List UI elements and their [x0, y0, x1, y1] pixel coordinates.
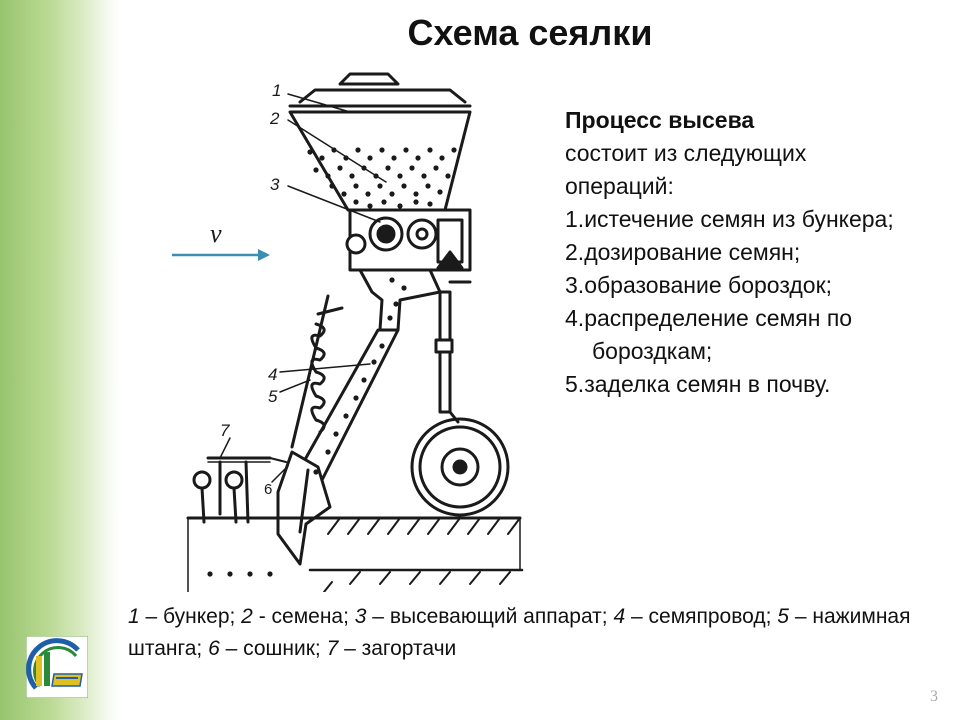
- operation-item: 4.распределение семян по бороздкам;: [565, 305, 853, 364]
- legend-num: 6: [208, 637, 220, 660]
- operations-list: 1.истечение семян из бункера; 2.дозирова…: [565, 203, 945, 401]
- page-number: 3: [930, 688, 938, 705]
- seed-funnel: [358, 268, 442, 332]
- small-roller: [345, 233, 367, 255]
- legend-num: 7: [326, 637, 339, 660]
- velocity-arrow: [172, 249, 270, 261]
- legend-text: семяпровод;: [648, 605, 778, 628]
- process-description: Процесс высева состоит из следующих опер…: [565, 104, 945, 401]
- legend-text: семена;: [271, 605, 355, 628]
- operation-item: 2.дозирование семян;: [565, 239, 801, 265]
- seed-dots: [207, 147, 457, 577]
- process-intro-line-1: состоит из следующих: [565, 140, 807, 166]
- callout-3: 3: [270, 175, 280, 194]
- hopper-lid: [338, 72, 400, 86]
- seeder-diagram: v 1 2 3 4 5 6 7: [172, 72, 524, 592]
- operation-item: 3.образование бороздок;: [565, 272, 833, 298]
- operation-item: 5.заделка семян в почву.: [565, 371, 831, 397]
- slide-title: Схема сеялки: [407, 12, 653, 53]
- legend-num: 5: [777, 605, 789, 628]
- operation-item: 1.истечение семян из бункера;: [565, 206, 894, 232]
- left-band-fade: [106, 0, 120, 720]
- legend-num: 4: [613, 605, 626, 628]
- legend-text: сошник;: [243, 637, 327, 660]
- legend-text: нажимная штанга;: [128, 605, 911, 660]
- legend-text: загортачи: [361, 637, 457, 660]
- drive-bracket: [436, 218, 464, 264]
- diagram-legend: 1 – бункер; 2 - семена; 3 – высевающий а…: [128, 605, 911, 660]
- university-logo-icon: [26, 636, 88, 698]
- legend-text: бункер;: [163, 605, 242, 628]
- velocity-label: v: [210, 219, 222, 248]
- legend-num: 1: [128, 605, 140, 628]
- callout-1: 1: [272, 81, 281, 100]
- process-heading: Процесс высева: [565, 107, 755, 133]
- press-rod: [290, 294, 330, 449]
- legend-text: высевающий аппарат;: [389, 605, 614, 628]
- legend-num: 3: [354, 605, 367, 628]
- process-intro-line-2: операций:: [565, 173, 674, 199]
- hopper-top: [298, 88, 467, 104]
- drive-wheel: [406, 218, 438, 250]
- callout-7: 7: [220, 421, 230, 440]
- left-decorative-band: [0, 0, 106, 720]
- spring: [310, 322, 326, 434]
- callout-6: 6: [264, 481, 272, 498]
- callout-2: 2: [269, 109, 280, 128]
- callout-4: 4: [268, 365, 277, 384]
- legend-num: 2: [241, 605, 253, 628]
- hopper-body: [288, 110, 472, 212]
- callout-5: 5: [268, 387, 278, 406]
